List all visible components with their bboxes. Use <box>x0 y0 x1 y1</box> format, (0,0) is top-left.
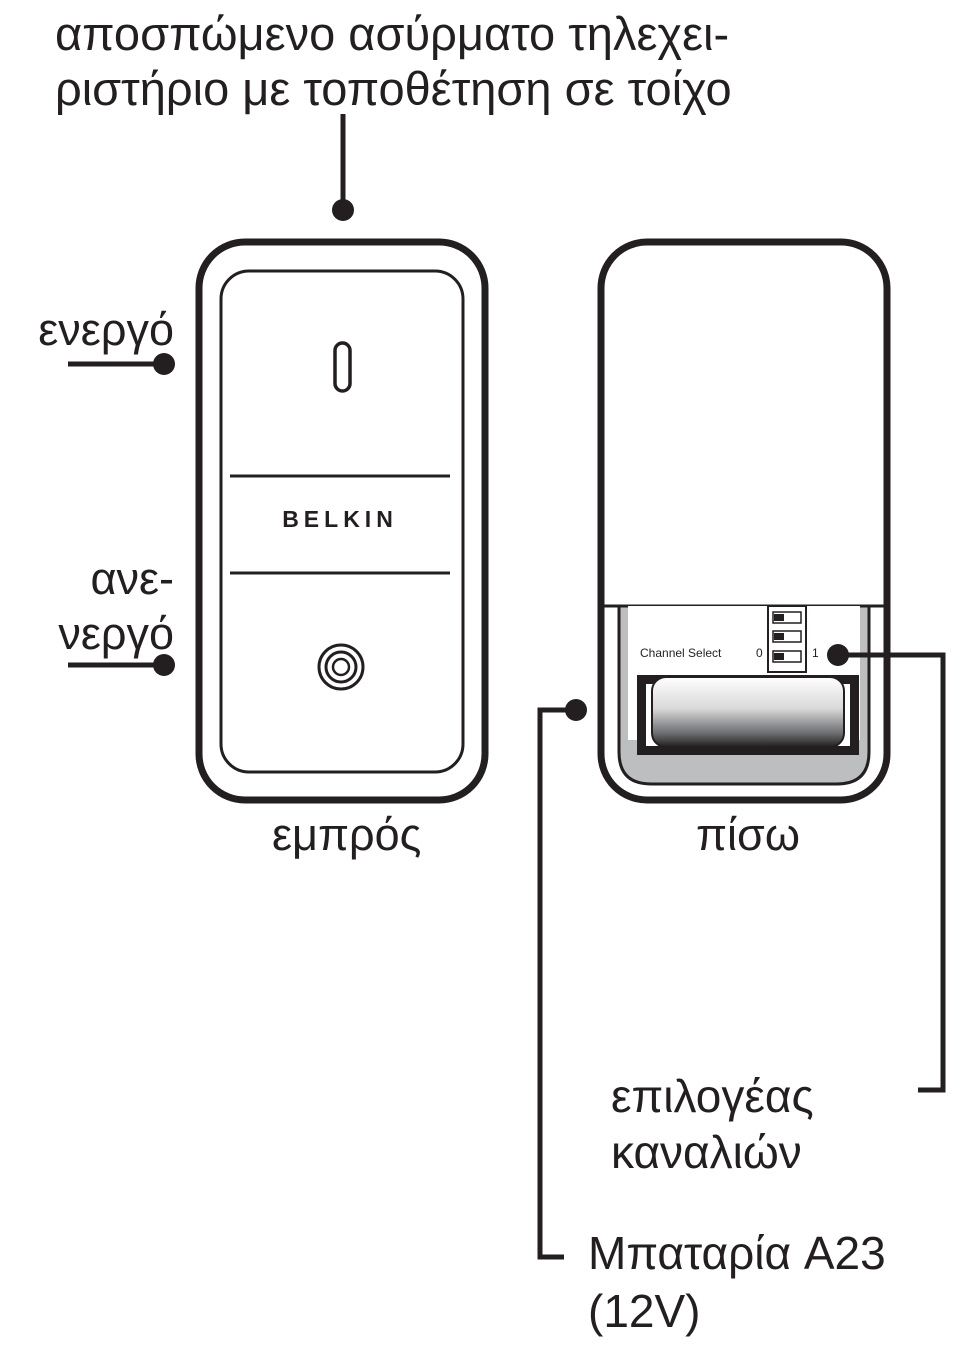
label-channel-selector-line-2: καναλιών <box>611 1126 802 1178</box>
battery-leader <box>537 699 587 1260</box>
label-on: ενεργό <box>38 304 174 355</box>
channel-0-label: 0 <box>756 646 763 660</box>
off-indicator-icon <box>317 643 365 691</box>
on-leader <box>68 353 175 375</box>
label-off-line-1: ανε- <box>90 553 174 604</box>
brand-logo: BELKIN <box>282 506 398 532</box>
label-channel-selector-line-1: επιλογέας <box>611 1070 814 1122</box>
front-device: BELKIN <box>195 238 489 804</box>
back-device: Channel Select 0 1 <box>597 238 891 804</box>
title-leader <box>332 114 354 221</box>
label-back: πίσω <box>696 809 800 860</box>
channel-dip-switch <box>767 605 807 673</box>
off-leader <box>68 654 175 676</box>
channel-select-label: Channel Select <box>640 646 722 660</box>
title-line-2: ριστήριο με τοποθέτηση σε τοίχο <box>55 62 732 115</box>
label-battery-line-2: (12V) <box>588 1285 701 1337</box>
battery-a23 <box>651 676 845 748</box>
on-indicator <box>333 341 352 393</box>
label-battery-line-1: Μπαταρία A23 <box>588 1227 886 1279</box>
label-off-line-2: νεργό <box>58 608 174 659</box>
channel-1-label: 1 <box>812 646 819 660</box>
title-line-1: αποσπώμενο ασύρματο τηλεχει- <box>55 7 730 60</box>
channel-selector-leader <box>827 644 946 1093</box>
label-front: εμπρός <box>272 809 422 860</box>
